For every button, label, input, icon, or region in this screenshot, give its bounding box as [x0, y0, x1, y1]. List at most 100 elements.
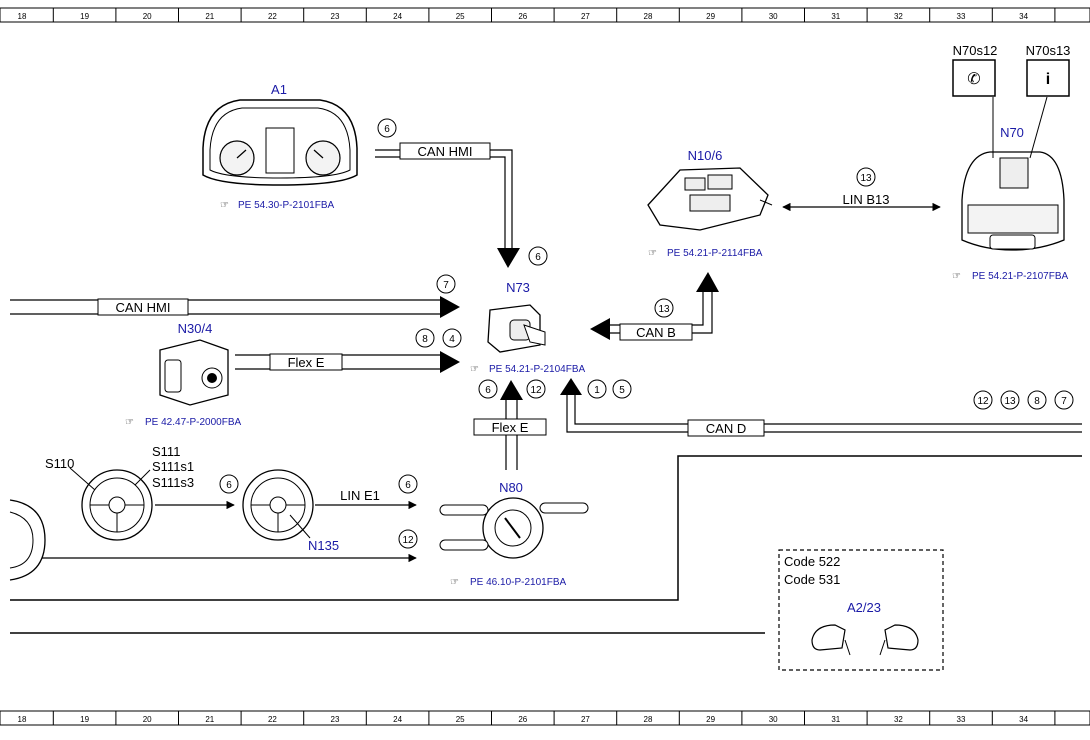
overhead-panel-icon	[961, 151, 1065, 251]
wrench-phone-icon: ✆	[967, 71, 980, 88]
info-phone-button-icon	[1026, 59, 1070, 97]
steering-wheel-icon	[242, 469, 314, 541]
right-pin-13: 13	[1004, 396, 1016, 407]
ruler-label: 29	[706, 715, 715, 724]
mirror-right-icon	[879, 624, 919, 656]
ruler-label: 26	[518, 12, 527, 21]
s110-label: S110	[45, 456, 74, 471]
n70s13-label: N70s13	[1026, 43, 1071, 58]
pin-12-n80-up: 12	[530, 385, 542, 396]
can-d-label: CAN D	[706, 421, 746, 436]
hand-pointer-icon: ☞	[125, 417, 134, 428]
ruler-label: 22	[268, 715, 277, 724]
can-hmi-left-label: CAN HMI	[116, 300, 171, 315]
n70s12-label: N70s12	[953, 43, 998, 58]
right-pin-7: 7	[1061, 396, 1067, 407]
pin-7: 7	[443, 280, 449, 291]
info-icon: i	[1046, 71, 1050, 88]
a1-label: A1	[271, 82, 287, 97]
n80-label: N80	[499, 480, 523, 495]
pin-6-n80-up: 6	[485, 385, 491, 396]
ruler-label: 28	[644, 715, 653, 724]
code-522-label: Code 522	[784, 554, 840, 569]
pin-6-s110: 6	[226, 480, 232, 491]
n70-label: N70	[1000, 125, 1024, 140]
pin-6-a1: 6	[384, 124, 390, 135]
ruler-label: 27	[581, 715, 590, 724]
ruler-label: 23	[331, 715, 340, 724]
hand-pointer-icon: ☞	[470, 364, 479, 375]
instrument-cluster-icon	[202, 99, 358, 186]
phone-service-button-icon	[952, 59, 996, 97]
ruler-label: 25	[456, 715, 465, 724]
ruler-label: 26	[518, 715, 527, 724]
hand-pointer-icon: ☞	[220, 200, 229, 211]
ruler-label: 20	[143, 12, 152, 21]
right-pin-12: 12	[977, 396, 989, 407]
ruler-label: 18	[18, 715, 27, 724]
steering-column-module-icon	[439, 497, 589, 559]
ruler-label: 20	[143, 715, 152, 724]
code-531-label: Code 531	[784, 572, 840, 587]
pin-6-line: 6	[405, 480, 411, 491]
ruler-label: 24	[393, 12, 402, 21]
hand-pointer-icon: ☞	[952, 271, 961, 282]
s111-label: S111	[152, 444, 180, 459]
n10-6-ref-link[interactable]: PE 54.21-P-2114FBA	[667, 248, 763, 259]
n80-ref-link[interactable]: PE 46.10-P-2101FBA	[470, 577, 566, 588]
pin-5: 5	[619, 385, 625, 396]
pin-8: 8	[422, 334, 428, 345]
pin-12-bottom: 12	[402, 535, 414, 546]
lin-b13-label: LIN B13	[843, 192, 890, 207]
a1-ref-link[interactable]: PE 54.30-P-2101FBA	[238, 200, 334, 211]
ruler-label: 30	[769, 12, 778, 21]
n70-ref-link[interactable]: PE 54.21-P-2107FBA	[972, 271, 1068, 282]
ruler-label: 33	[957, 715, 966, 724]
ruler-label: 21	[205, 12, 214, 21]
ruler-label: 24	[393, 715, 402, 724]
n135-label: N135	[308, 538, 339, 553]
mirror-left-icon	[811, 624, 851, 656]
flex-e-n80-label: Flex E	[492, 420, 529, 435]
hand-pointer-icon: ☞	[648, 248, 657, 259]
ruler-label: 27	[581, 12, 590, 21]
n73-ref-link[interactable]: PE 54.21-P-2104FBA	[489, 364, 585, 375]
pin-4: 4	[449, 334, 455, 345]
can-b-label: CAN B	[636, 325, 676, 340]
ruler-label: 31	[831, 12, 840, 21]
s111s3-label: S111s3	[152, 475, 194, 490]
s111s1-label: S111s1	[152, 459, 194, 474]
ruler-label: 18	[18, 12, 27, 21]
ruler-label: 34	[1019, 12, 1028, 21]
pin-13-lin: 13	[860, 173, 872, 184]
sam-module-icon	[647, 167, 773, 231]
ruler-label: 19	[80, 715, 89, 724]
right-pin-8: 8	[1034, 396, 1040, 407]
partial-component-icon	[9, 499, 46, 581]
flex-e-n30-label: Flex E	[288, 355, 325, 370]
lin-e1-label: LIN E1	[340, 488, 380, 503]
bottom-ruler	[0, 710, 1090, 726]
ruler-label: 29	[706, 12, 715, 21]
ruler-label: 33	[957, 12, 966, 21]
ruler-label: 32	[894, 715, 903, 724]
ruler-label: 19	[80, 12, 89, 21]
ruler-label: 22	[268, 12, 277, 21]
n73-label: N73	[506, 280, 530, 295]
pin-13-canb: 13	[658, 304, 670, 315]
pin-6-n73: 6	[535, 252, 541, 263]
abs-module-icon	[159, 339, 229, 406]
pin-1: 1	[594, 385, 600, 396]
code-option-box	[778, 549, 944, 671]
ignition-switch-icon	[487, 304, 546, 353]
n30-4-label: N30/4	[178, 321, 213, 336]
a2-23-label: A2/23	[847, 600, 881, 615]
can-hmi-a1-label: CAN HMI	[418, 144, 473, 159]
n30-4-ref-link[interactable]: PE 42.47-P-2000FBA	[145, 417, 241, 428]
hand-pointer-icon: ☞	[450, 577, 459, 588]
ruler-label: 34	[1019, 715, 1028, 724]
steering-wheel-icon	[81, 469, 153, 541]
